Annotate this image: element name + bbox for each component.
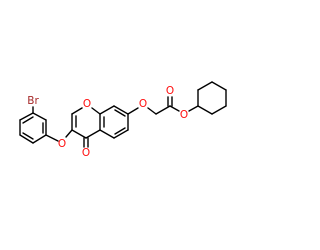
atom-labels: Br O O O O O O bbox=[27, 85, 188, 159]
bond bbox=[32, 134, 47, 144]
bond bbox=[197, 105, 213, 115]
bond bbox=[85, 129, 101, 139]
bond-o-c3 bbox=[65, 129, 73, 138]
bond-ch2-c bbox=[155, 105, 171, 115]
bond bbox=[91, 107, 101, 115]
ring-oxygen-label: O bbox=[83, 98, 91, 110]
bromine-atom-label: Br bbox=[27, 95, 39, 107]
bond-c7-o bbox=[127, 107, 139, 115]
bond bbox=[113, 105, 129, 115]
bond bbox=[113, 129, 129, 139]
bond bbox=[19, 134, 34, 144]
bond-c-o-ester bbox=[169, 105, 180, 112]
ester-oxygen-label: O bbox=[180, 109, 188, 121]
bond-o-cyclohexyl bbox=[188, 105, 199, 112]
bond-lines bbox=[19, 81, 227, 148]
bond bbox=[71, 129, 87, 139]
ketone-oxygen-label: O bbox=[82, 147, 90, 159]
double-bond-inner bbox=[22, 132, 34, 140]
double-bond-inner bbox=[22, 116, 34, 124]
bond bbox=[99, 105, 115, 115]
bond bbox=[32, 112, 47, 121]
bond bbox=[19, 112, 34, 121]
bond bbox=[211, 81, 227, 91]
carbonyl-oxygen-label: O bbox=[166, 85, 174, 97]
phenoxy-oxygen-label: O bbox=[58, 138, 66, 150]
bond-aryl-o bbox=[45, 134, 59, 142]
bond-o-ch2 bbox=[147, 107, 157, 115]
molecule-structure-diagram: Br O O O O O O bbox=[19, 81, 227, 159]
bond bbox=[197, 81, 213, 91]
bond bbox=[71, 107, 83, 115]
bond bbox=[99, 129, 115, 139]
ether-oxygen-label: O bbox=[139, 98, 147, 110]
double-bond-inner bbox=[114, 127, 126, 135]
bond bbox=[211, 105, 227, 115]
double-bond-inner bbox=[114, 109, 126, 117]
